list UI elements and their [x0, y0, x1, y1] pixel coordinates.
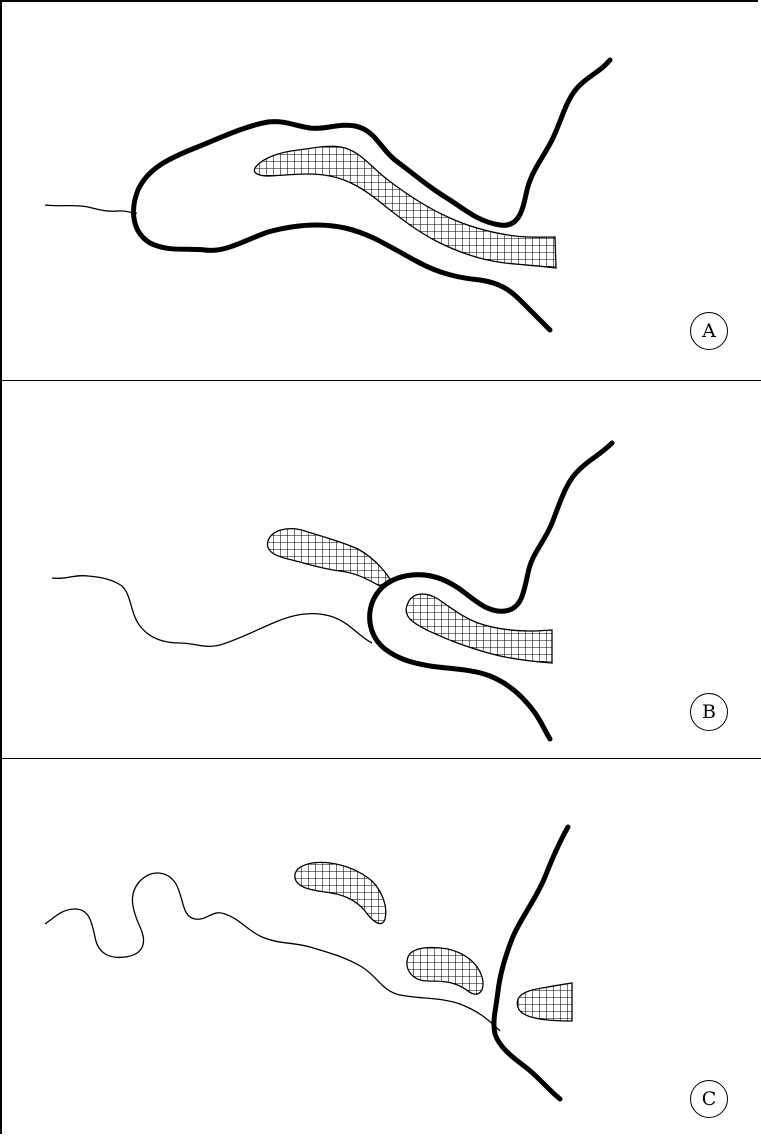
- thin-stream: [44, 872, 501, 1032]
- panel-label-a: A: [690, 312, 728, 350]
- hatched-channel: [405, 593, 553, 664]
- panel-label-c: C: [690, 1080, 728, 1118]
- hatched-channel-remnant: [516, 982, 573, 1022]
- panel-c: C: [0, 758, 761, 1136]
- hatched-oxbow-1: [294, 861, 387, 925]
- panel-b-drawing: [51, 440, 615, 742]
- hatched-channel: [253, 145, 557, 269]
- panel-label-b: B: [690, 693, 728, 731]
- hatched-oxbow-2: [406, 946, 484, 995]
- panel-a: A: [0, 0, 761, 380]
- meander-loop-bank: [367, 440, 615, 742]
- hatched-oxbow: [266, 528, 391, 587]
- main-river: [491, 824, 571, 1102]
- panel-c-drawing: [44, 824, 573, 1102]
- thin-stream: [44, 204, 138, 214]
- meander-loop-bank: [131, 57, 613, 333]
- thin-stream: [51, 574, 373, 648]
- panel-b: B: [0, 380, 761, 758]
- panel-a-drawing: [44, 57, 613, 333]
